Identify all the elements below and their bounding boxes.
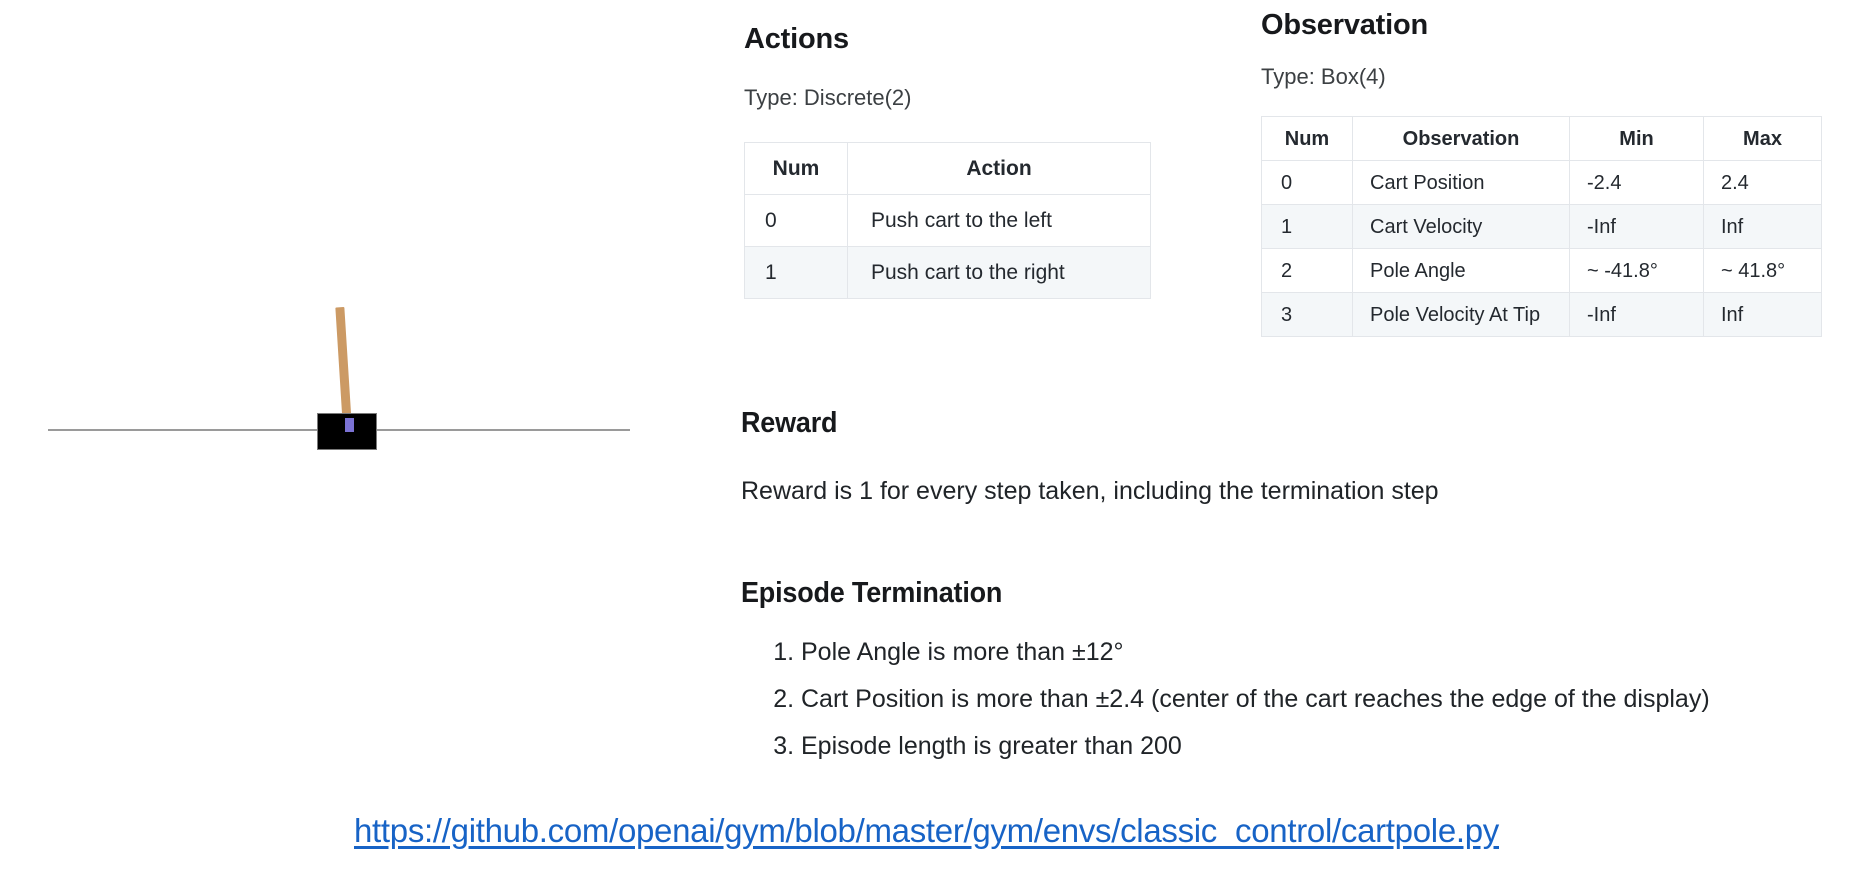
- cell-num: 0: [1261, 160, 1353, 206]
- actions-section: Actions Type: Discrete(2) Num Action 0 P…: [744, 22, 1164, 300]
- episode-termination-section: Episode Termination Pole Angle is more t…: [741, 576, 1831, 779]
- cell-observation: Pole Velocity At Tip: [1352, 292, 1570, 338]
- termination-conditions-list: Pole Angle is more than ±12° Cart Positi…: [741, 637, 1831, 763]
- cell-observation: Pole Angle: [1352, 248, 1570, 294]
- table-row: 3 Pole Velocity At Tip -Inf Inf: [1261, 292, 1822, 338]
- cartpole-figure: [0, 0, 700, 800]
- reward-body-text: Reward is 1 for every step taken, includ…: [741, 476, 1439, 505]
- column-header-num: Num: [1261, 116, 1353, 162]
- observation-heading: Observation: [1261, 9, 1429, 41]
- cell-action: Push cart to the right: [847, 246, 1151, 300]
- cell-num: 3: [1261, 292, 1353, 338]
- observation-section: Observation Type: Box(4) Num Observation…: [1261, 8, 1826, 338]
- actions-type-line: Type: Discrete(2): [744, 84, 912, 110]
- cell-max: ~ 41.8°: [1703, 248, 1822, 294]
- list-item: Episode length is greater than 200: [801, 731, 1831, 762]
- list-item-text: Pole Angle is more than ±12°: [801, 637, 1124, 666]
- column-header-action: Action: [847, 142, 1151, 196]
- cell-max: Inf: [1703, 292, 1822, 338]
- column-header-num: Num: [744, 142, 848, 196]
- observation-table: Num Observation Min Max 0 Cart Position …: [1261, 116, 1822, 338]
- column-header-max: Max: [1703, 116, 1822, 162]
- reward-section: Reward Reward is 1 for every step taken,…: [741, 406, 1831, 507]
- column-header-observation: Observation: [1352, 116, 1570, 162]
- cell-num: 1: [1261, 204, 1353, 250]
- pole-icon: [335, 306, 352, 430]
- table-row: 1 Push cart to the right: [744, 246, 1151, 300]
- list-item-text: Episode length is greater than 200: [801, 732, 1182, 761]
- cell-observation: Cart Position: [1352, 160, 1570, 206]
- table-header-row: Num Action: [744, 142, 1151, 196]
- table-row: 1 Cart Velocity -Inf Inf: [1261, 204, 1822, 250]
- source-link-container: https://github.com/openai/gym/blob/maste…: [0, 812, 1853, 850]
- episode-termination-heading: Episode Termination: [741, 577, 1003, 609]
- table-row: 0 Cart Position -2.4 2.4: [1261, 160, 1822, 206]
- table-row: 2 Pole Angle ~ -41.8° ~ 41.8°: [1261, 248, 1822, 294]
- cell-max: Inf: [1703, 204, 1822, 250]
- actions-heading: Actions: [744, 23, 849, 55]
- table-row: 0 Push cart to the left: [744, 194, 1151, 248]
- cell-observation: Cart Velocity: [1352, 204, 1570, 250]
- column-header-min: Min: [1569, 116, 1704, 162]
- cell-min: -Inf: [1569, 292, 1704, 338]
- observation-type-line: Type: Box(4): [1261, 63, 1386, 89]
- axle-icon: [345, 418, 354, 432]
- cell-max: 2.4: [1703, 160, 1822, 206]
- cell-num: 1: [744, 246, 848, 300]
- cell-min: -Inf: [1569, 204, 1704, 250]
- list-item: Pole Angle is more than ±12°: [801, 637, 1831, 668]
- actions-table: Num Action 0 Push cart to the left 1 Pus…: [744, 142, 1151, 300]
- table-header-row: Num Observation Min Max: [1261, 116, 1822, 162]
- list-item-text: Cart Position is more than ±2.4 (center …: [801, 685, 1710, 714]
- list-item: Cart Position is more than ±2.4 (center …: [801, 684, 1831, 715]
- cell-min: ~ -41.8°: [1569, 248, 1704, 294]
- reward-heading: Reward: [741, 407, 838, 439]
- cell-num: 2: [1261, 248, 1353, 294]
- source-link[interactable]: https://github.com/openai/gym/blob/maste…: [354, 812, 1499, 849]
- cell-min: -2.4: [1569, 160, 1704, 206]
- cell-num: 0: [744, 194, 848, 248]
- cell-action: Push cart to the left: [847, 194, 1151, 248]
